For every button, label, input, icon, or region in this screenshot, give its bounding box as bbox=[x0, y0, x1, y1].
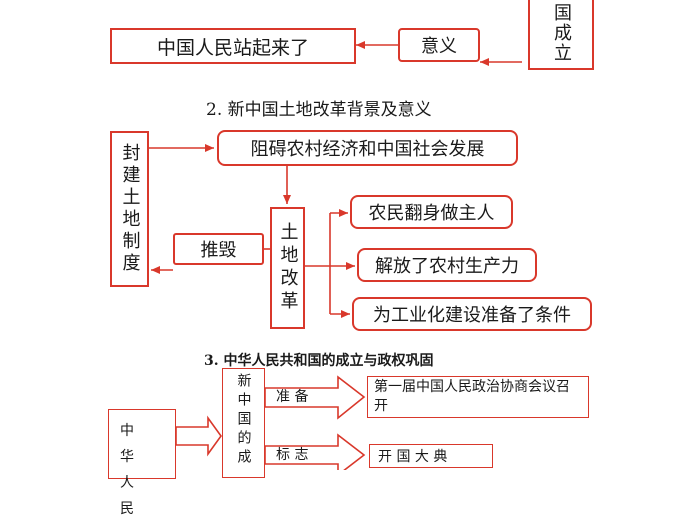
cppcc-text: 第一届中国人民政治协商会议召开 bbox=[374, 379, 570, 414]
standup-text: 中国人民站起来了 bbox=[156, 36, 309, 59]
cppcc-box: 第一届中国人民政治协商会议召开 bbox=[367, 376, 589, 418]
feudal-land-box: 封建土地制度 bbox=[110, 131, 149, 287]
ceremony-box: 开 国 大 典 bbox=[369, 444, 493, 468]
land-reform-box: 土地改革 bbox=[270, 207, 305, 329]
new-china-text: 新中国的成 bbox=[235, 373, 252, 468]
section2-title: 2. 新中国土地改革背景及意义 bbox=[206, 100, 432, 120]
block-arrow-symbol bbox=[264, 433, 366, 470]
prepare-label: 准 备 bbox=[276, 389, 309, 405]
destroy-box: 推毁 bbox=[173, 233, 264, 265]
standup-box: 中国人民站起来了 bbox=[110, 28, 356, 64]
peasants-text: 农民翻身做主人 bbox=[368, 203, 495, 224]
prc-box: 中华人民 bbox=[108, 409, 176, 517]
block-arrow-prepare bbox=[264, 375, 366, 420]
new-china-box: 新中国的成 bbox=[222, 368, 265, 478]
meaning-text: 意义 bbox=[421, 36, 457, 57]
hinder-box: 阻碍农村经济和中国社会发展 bbox=[217, 130, 518, 166]
land-reform-text: 土地改革 bbox=[277, 222, 299, 314]
industrial-box: 为工业化建设准备了条件 bbox=[352, 297, 592, 331]
hinder-text: 阻碍农村经济和中国社会发展 bbox=[250, 139, 485, 160]
liberate-box: 解放了农村生产力 bbox=[357, 248, 537, 282]
founding-text: 国成立 bbox=[551, 3, 572, 63]
peasants-box: 农民翻身做主人 bbox=[350, 195, 513, 229]
destroy-text: 推毁 bbox=[200, 240, 237, 261]
liberate-text: 解放了农村生产力 bbox=[375, 256, 519, 277]
meaning-box: 意义 bbox=[398, 28, 480, 62]
section3-title: 3. 中华人民共和国的成立与政权巩固 bbox=[204, 353, 434, 369]
symbol-label: 标 志 bbox=[276, 447, 309, 463]
feudal-land-text: 封建土地制度 bbox=[119, 143, 141, 275]
ceremony-text: 开 国 大 典 bbox=[378, 449, 448, 465]
prc-text: 中华人民 bbox=[120, 423, 148, 517]
founding-box: 国成立 bbox=[528, 0, 594, 70]
block-arrow-prc bbox=[175, 415, 222, 457]
industrial-text: 为工业化建设准备了条件 bbox=[373, 305, 571, 326]
connector-lines bbox=[149, 41, 522, 470]
